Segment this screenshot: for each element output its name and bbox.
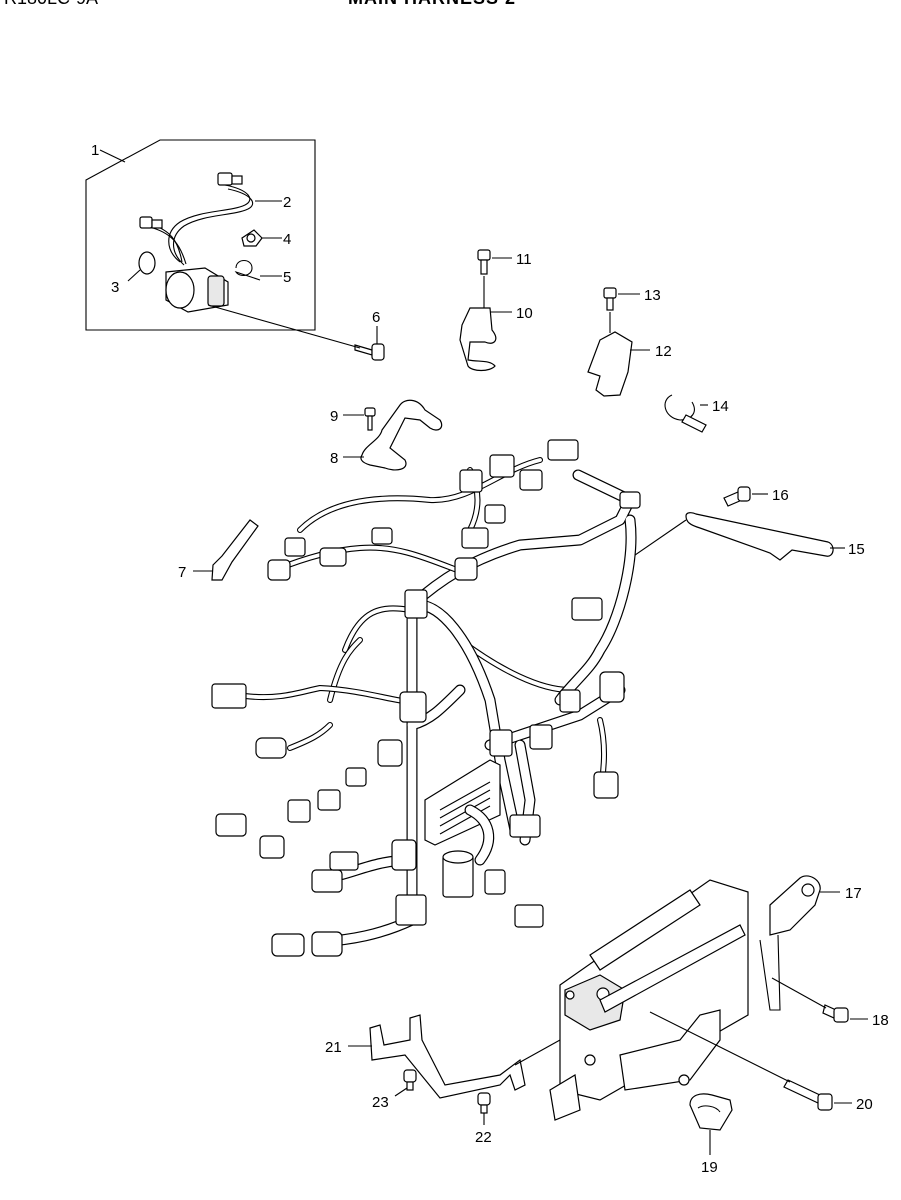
callout-4: 4: [283, 231, 291, 248]
bracket-8-icon: [360, 399, 443, 471]
bolt-16-icon: [723, 486, 751, 507]
callout-1: 1: [91, 142, 99, 159]
bolt-9-icon: [364, 407, 376, 431]
bolt-23-icon: [403, 1069, 417, 1091]
callout-16: 16: [772, 487, 789, 504]
callout-13: 13: [644, 287, 661, 304]
callout-22: 22: [475, 1129, 492, 1146]
callout-19: 19: [701, 1159, 718, 1176]
mounting-bracket: [549, 875, 821, 1121]
callout-2: 2: [283, 194, 291, 211]
model-code: R180LC-9A: [4, 0, 98, 9]
callout-labels: 1 2 3 4 5 6 7 8 9 10 11 12 13 14 15 16 1…: [91, 142, 889, 1176]
callout-6: 6: [372, 309, 380, 326]
callout-17: 17: [845, 885, 862, 902]
callout-14: 14: [712, 398, 729, 415]
leader-18-link: [771, 977, 827, 1009]
sensor-harness: [139, 172, 254, 313]
bolt-11-icon: [477, 249, 491, 275]
callout-10: 10: [516, 305, 533, 322]
callout-12: 12: [655, 343, 672, 360]
grommet-icon: [241, 229, 263, 247]
bolt-22-icon: [477, 1092, 491, 1114]
kit-box: [85, 139, 316, 331]
bolt-13-icon: [603, 287, 617, 311]
diagram-title: MAIN HARNESS 2: [348, 0, 516, 9]
clamp-icon: [689, 1093, 733, 1131]
callout-leaders: [127, 200, 868, 1155]
leader-20-link: [649, 1011, 791, 1083]
bolt-6-icon: [354, 343, 385, 361]
leader-6-link: [207, 304, 361, 349]
bracket-21-icon: [369, 1014, 526, 1099]
bolt-20-icon: [783, 1079, 833, 1111]
callout-23: 23: [372, 1094, 389, 1111]
callout-9: 9: [330, 408, 338, 425]
callout-8: 8: [330, 450, 338, 467]
callout-3: 3: [111, 279, 119, 296]
callout-7: 7: [178, 564, 186, 581]
cable-tie-icon: [664, 394, 707, 433]
bracket-10-icon: [459, 307, 497, 372]
callout-18: 18: [872, 1012, 889, 1029]
callout-15: 15: [848, 541, 865, 558]
clip-icon: [234, 259, 261, 281]
callout-20: 20: [856, 1096, 873, 1113]
callout-11: 11: [516, 251, 532, 268]
leader-21-link: [514, 1039, 561, 1066]
bracket-7-icon: [211, 519, 259, 581]
leader-15-harness-link: [634, 519, 687, 556]
plate-15-icon: [685, 512, 834, 561]
bolt-18-icon: [822, 1004, 849, 1023]
bracket-12-icon: [587, 331, 633, 397]
callout-5: 5: [283, 269, 291, 286]
main-harness: [211, 439, 641, 957]
callout-21: 21: [325, 1039, 342, 1056]
o-ring-icon: [138, 251, 156, 275]
